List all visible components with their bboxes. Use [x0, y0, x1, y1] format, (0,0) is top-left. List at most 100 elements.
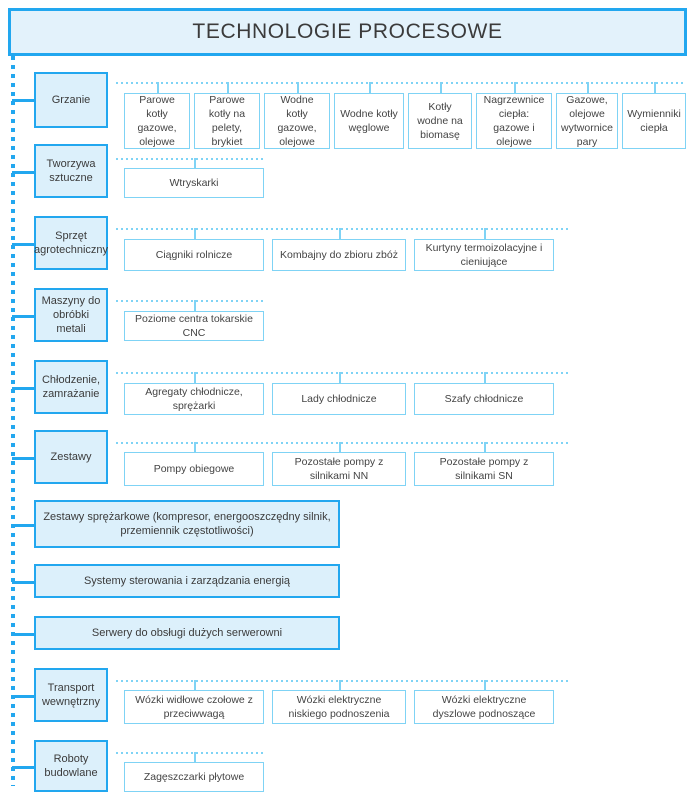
item-label: Agregaty chłodnicze, sprężarki [145, 385, 243, 412]
branch-dropper-10-0 [194, 752, 196, 762]
category-label: Systemy sterowania i zarządzania energią [83, 574, 291, 587]
diagram-title-box: TECHNOLOGIE PROCESOWE [8, 8, 687, 56]
category-box-tworzywa-sztuczne[interactable]: Tworzywa sztuczne [34, 144, 108, 198]
category-box-transport-wewnetrzny[interactable]: Transport wewnętrzny [34, 668, 108, 722]
item-label: Kurtyny termoizolacyjne i cieniujące [425, 241, 543, 268]
category-label: Sprzęt agrotechniczny [34, 229, 109, 256]
branch-dropper-9-0 [194, 680, 196, 690]
item-label: Pozostałe pompy z silnikami NN [294, 455, 384, 482]
item-box-szafy-chlodnicze[interactable]: Szafy chłodnicze [414, 383, 554, 415]
branch-bus-9 [116, 680, 570, 682]
item-box-wozki-elektryczne-niskiego-podnoszenia[interactable]: Wózki elektryczne niskiego podnoszenia [272, 690, 406, 724]
category-label: Chłodzenie, zamrażanie [41, 373, 101, 400]
branch-dropper-2-0 [194, 228, 196, 239]
branch-bus-2 [116, 228, 570, 230]
branch-dropper-5-2 [484, 442, 486, 452]
vertical-spine-dotted-line [11, 56, 15, 786]
item-box-wodne-kotly-gazowe-olejowe[interactable]: Wodne kotły gazowe, olejowe [264, 93, 330, 149]
item-label: Parowe kotły gazowe, olejowe [137, 93, 177, 149]
category-label: Roboty budowlane [44, 752, 98, 779]
spine-connector-7 [12, 581, 34, 584]
category-label: Maszyny do obróbki metali [41, 294, 101, 336]
category-label: Transport wewnętrzny [41, 681, 101, 708]
item-label: Poziome centra tokarskie CNC [135, 312, 253, 339]
item-label: Wodne kotły gazowe, olejowe [277, 93, 317, 149]
category-box-systemy-sterowania-i-zarzadzania-energia[interactable]: Systemy sterowania i zarządzania energią [34, 564, 340, 598]
item-box-wodne-kotly-weglowe[interactable]: Wodne kotły węglowe [334, 93, 404, 149]
item-box-wozki-widlowe-czolowe-z-przeciwwaga[interactable]: Wózki widłowe czołowe z przeciwwagą [124, 690, 264, 724]
item-box-poziome-centra-tokarskie-cnc[interactable]: Poziome centra tokarskie CNC [124, 311, 264, 341]
item-label: Pozostałe pompy z silnikami SN [439, 455, 529, 482]
spine-connector-2 [12, 243, 34, 246]
category-box-maszyny-do-obrobki-metali[interactable]: Maszyny do obróbki metali [34, 288, 108, 342]
item-label: Wtryskarki [169, 176, 219, 189]
spine-connector-9 [12, 695, 34, 698]
item-label: Pompy obiegowe [153, 462, 235, 475]
item-box-pozostale-pompy-z-silnikami-nn[interactable]: Pozostałe pompy z silnikami NN [272, 452, 406, 486]
branch-dropper-0-5 [514, 82, 516, 93]
category-box-sprzet-agrotechniczny[interactable]: Sprzęt agrotechniczny [34, 216, 108, 270]
item-box-parowe-kotly-gazowe-olejowe[interactable]: Parowe kotły gazowe, olejowe [124, 93, 190, 149]
branch-dropper-0-2 [297, 82, 299, 93]
category-label: Zestawy sprężarkowe (kompresor, energoos… [43, 510, 331, 537]
branch-dropper-0-7 [654, 82, 656, 93]
branch-dropper-4-1 [339, 372, 341, 383]
item-label: Wózki elektryczne niskiego podnoszenia [288, 693, 390, 720]
item-box-gazowe-olejowe-wytwornice-pary[interactable]: Gazowe, olejowe wytwornice pary [556, 93, 618, 149]
branch-dropper-4-2 [484, 372, 486, 383]
category-box-chlodzenie-zamrazanie[interactable]: Chłodzenie, zamrażanie [34, 360, 108, 414]
item-label: Zagęszczarki płytowe [143, 770, 245, 783]
branch-bus-1 [116, 158, 264, 160]
branch-bus-5 [116, 442, 570, 444]
item-box-wtryskarki[interactable]: Wtryskarki [124, 168, 264, 198]
spine-connector-1 [12, 171, 34, 174]
branch-bus-3 [116, 300, 264, 302]
spine-connector-5 [12, 457, 34, 460]
spine-connector-8 [12, 633, 34, 636]
spine-connector-3 [12, 315, 34, 318]
category-box-grzanie[interactable]: Grzanie [34, 72, 108, 128]
spine-connector-6 [12, 524, 34, 527]
item-label: Wózki elektryczne dyszlowe podnoszące [432, 693, 536, 720]
item-box-kotly-wodne-na-biomase[interactable]: Kotły wodne na biomasę [408, 93, 472, 149]
branch-dropper-5-0 [194, 442, 196, 452]
item-box-zageszczarki-plytowe[interactable]: Zagęszczarki płytowe [124, 762, 264, 792]
item-label: Nagrzewnice ciepła: gazowe i olejowe [483, 93, 545, 149]
branch-dropper-0-4 [440, 82, 442, 93]
branch-dropper-0-6 [587, 82, 589, 93]
item-box-agregaty-chlodnicze-sprezarki[interactable]: Agregaty chłodnicze, sprężarki [124, 383, 264, 415]
branch-dropper-3-0 [194, 300, 196, 311]
item-label: Ciągniki rolnicze [155, 248, 233, 261]
item-box-parowe-kotly-na-pelety-brykiet[interactable]: Parowe kotły na pelety, brykiet [194, 93, 260, 149]
item-label: Gazowe, olejowe wytwornice pary [561, 93, 613, 149]
item-box-kurtyny-termoizolacyjne-i-cieniujace[interactable]: Kurtyny termoizolacyjne i cieniujące [414, 239, 554, 271]
item-box-nagrzewnice-ciepla-gazowe-i-olejowe[interactable]: Nagrzewnice ciepła: gazowe i olejowe [476, 93, 552, 149]
item-box-wymienniki-ciepla[interactable]: Wymienniki ciepła [622, 93, 686, 149]
category-box-roboty-budowlane[interactable]: Roboty budowlane [34, 740, 108, 792]
branch-dropper-0-1 [227, 82, 229, 93]
item-label: Wózki widłowe czołowe z przeciwwagą [135, 693, 253, 720]
item-box-kombajny-do-zbioru-zboz[interactable]: Kombajny do zbioru zbóż [272, 239, 406, 271]
branch-dropper-4-0 [194, 372, 196, 383]
category-label: Grzanie [51, 93, 91, 106]
item-label: Wodne kotły węglowe [340, 107, 398, 134]
category-box-zestawy-sprezarkowe-kompresor-energooszc[interactable]: Zestawy sprężarkowe (kompresor, energoos… [34, 500, 340, 548]
branch-dropper-5-1 [339, 442, 341, 452]
item-box-lady-chlodnicze[interactable]: Lady chłodnicze [272, 383, 406, 415]
branch-dropper-1-0 [194, 158, 196, 168]
item-box-pompy-obiegowe[interactable]: Pompy obiegowe [124, 452, 264, 486]
item-box-pozostale-pompy-z-silnikami-sn[interactable]: Pozostałe pompy z silnikami SN [414, 452, 554, 486]
branch-bus-10 [116, 752, 264, 754]
branch-bus-0 [116, 82, 686, 84]
category-box-serwery-do-obslugi-duzych-serwerowni[interactable]: Serwery do obsługi dużych serwerowni [34, 616, 340, 650]
category-box-zestawy[interactable]: Zestawy [34, 430, 108, 484]
item-box-ciagniki-rolnicze[interactable]: Ciągniki rolnicze [124, 239, 264, 271]
item-box-wozki-elektryczne-dyszlowe-podnoszace[interactable]: Wózki elektryczne dyszlowe podnoszące [414, 690, 554, 724]
branch-dropper-2-1 [339, 228, 341, 239]
spine-connector-10 [12, 766, 34, 769]
spine-connector-0 [12, 99, 34, 102]
item-label: Kombajny do zbioru zbóż [280, 248, 398, 261]
category-label: Serwery do obsługi dużych serwerowni [91, 626, 283, 639]
branch-dropper-0-0 [157, 82, 159, 93]
